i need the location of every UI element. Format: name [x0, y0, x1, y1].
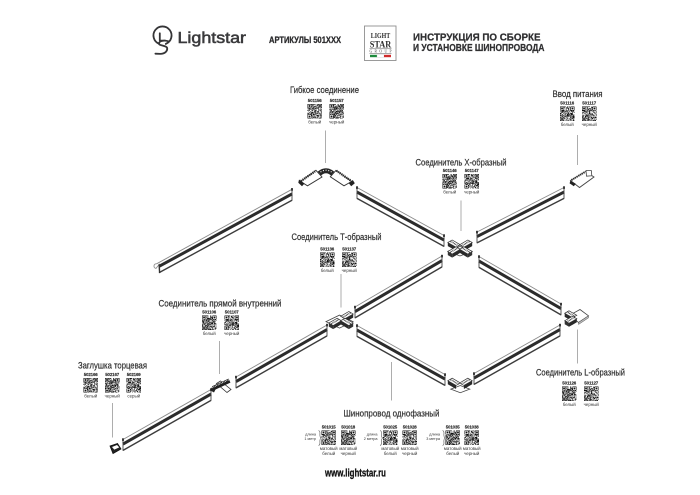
svg-text:501136: 501136 [320, 247, 335, 252]
svg-text:белый: белый [321, 268, 334, 273]
svg-text:серый: серый [127, 394, 140, 399]
svg-text:черный: черный [464, 451, 480, 456]
svg-text:белый: белый [84, 394, 97, 399]
svg-text:501025: 501025 [383, 425, 398, 430]
svg-text:длина: длина [305, 432, 317, 436]
svg-text:502166: 502166 [84, 372, 99, 377]
svg-text:501116: 501116 [560, 101, 575, 106]
svg-text:белый: белый [203, 331, 216, 336]
svg-text:501038: 501038 [465, 425, 480, 430]
svg-text:черный: черный [105, 394, 121, 399]
svg-text:502167: 502167 [105, 372, 120, 377]
svg-text:белый: белый [561, 122, 574, 127]
svg-text:Ввод питания: Ввод питания [553, 89, 603, 100]
svg-text:Заглушка торцевая: Заглушка торцевая [78, 361, 147, 372]
svg-text:матовый: матовый [444, 446, 462, 451]
svg-text:белый: белый [384, 451, 397, 456]
svg-text:черный: черный [329, 120, 345, 125]
svg-text:501028: 501028 [403, 425, 418, 430]
svg-text:матовый: матовый [320, 446, 338, 451]
svg-text:502169: 502169 [127, 372, 142, 377]
svg-text:черный: черный [584, 402, 600, 407]
svg-text:длина: длина [367, 432, 379, 436]
svg-text:белый: белый [322, 451, 335, 456]
svg-text:501117: 501117 [582, 101, 597, 106]
svg-text:501035: 501035 [446, 425, 461, 430]
svg-text:2 метра: 2 метра [364, 437, 379, 441]
svg-text:АРТИКУЛЫ 501ХХХ: АРТИКУЛЫ 501ХХХ [269, 35, 341, 45]
svg-text:белый: белый [446, 451, 459, 456]
svg-text:501137: 501137 [342, 247, 357, 252]
svg-text:LIGHT: LIGHT [371, 32, 391, 40]
svg-text:матовый: матовый [401, 446, 419, 451]
svg-text:501127: 501127 [584, 381, 599, 386]
svg-text:длина: длина [429, 432, 441, 436]
svg-text:И УСТАНОВКЕ ШИНОПРОВОДА: И УСТАНОВКЕ ШИНОПРОВОДА [413, 43, 545, 54]
svg-text:матовый: матовый [381, 446, 399, 451]
svg-text:501146: 501146 [443, 168, 458, 173]
svg-text:черный: черный [582, 122, 598, 127]
svg-text:www.lightstar.ru: www.lightstar.ru [324, 468, 386, 480]
svg-text:черный: черный [341, 451, 357, 456]
svg-text:Соединитель Х-образный: Соединитель Х-образный [416, 158, 507, 169]
svg-text:белый: белый [563, 402, 576, 407]
svg-text:501126: 501126 [562, 381, 577, 386]
svg-text:черный: черный [224, 331, 240, 336]
svg-text:белый: белый [443, 190, 456, 195]
svg-text:Lightstar: Lightstar [178, 30, 247, 47]
svg-text:ИНСТРУКЦИЯ ПО СБОРКЕ: ИНСТРУКЦИЯ ПО СБОРКЕ [413, 33, 541, 44]
svg-text:черный: черный [402, 451, 418, 456]
svg-text:матовый: матовый [339, 446, 357, 451]
svg-text:Гибкое соединение: Гибкое соединение [290, 85, 359, 96]
svg-text:Соединитель Т-образный: Соединитель Т-образный [292, 232, 382, 243]
svg-text:G R O U P: G R O U P [370, 50, 392, 54]
svg-text:501156: 501156 [308, 98, 323, 103]
svg-text:501147: 501147 [465, 168, 480, 173]
svg-text:Соединитель прямой внутренний: Соединитель прямой внутренний [159, 299, 282, 310]
svg-text:Соединитель L-образный: Соединитель L-образный [536, 368, 625, 379]
svg-text:1 метр: 1 метр [304, 437, 316, 441]
svg-text:501018: 501018 [341, 425, 356, 430]
svg-text:501015: 501015 [322, 425, 337, 430]
svg-text:501106: 501106 [202, 310, 217, 315]
svg-text:матовый: матовый [463, 446, 481, 451]
svg-text:STAR: STAR [370, 40, 392, 51]
svg-text:белый: белый [308, 120, 321, 125]
svg-text:501157: 501157 [330, 98, 345, 103]
svg-text:черный: черный [464, 190, 480, 195]
svg-text:черный: черный [342, 268, 358, 273]
svg-text:Шинопровод однофазный: Шинопровод однофазный [344, 409, 440, 420]
svg-text:3 метра: 3 метра [426, 437, 441, 441]
svg-text:501107: 501107 [225, 310, 240, 315]
